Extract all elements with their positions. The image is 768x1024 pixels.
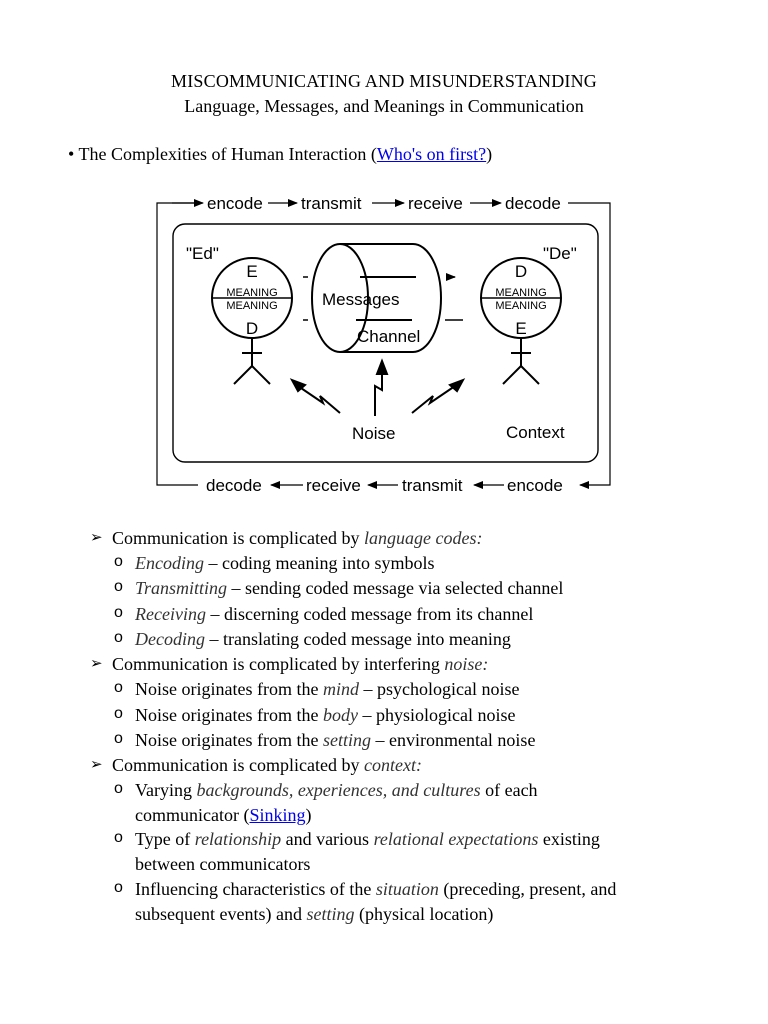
bottom-flow-receive: receive bbox=[306, 476, 361, 495]
top-flow-encode: encode bbox=[207, 194, 263, 213]
top-flow-receive: receive bbox=[408, 194, 463, 213]
circle-bullet-icon: o bbox=[114, 604, 123, 621]
outer-loop-right bbox=[568, 202, 611, 489]
section-context: ➢Communication is complicated by context… bbox=[90, 755, 422, 775]
top-flow-transmit: transmit bbox=[301, 194, 362, 213]
sender-meaning-top: MEANING bbox=[226, 287, 277, 299]
section-language-codes: ➢Communication is complicated by languag… bbox=[90, 528, 483, 548]
context-label: Context bbox=[506, 423, 565, 442]
list-item-continuation: communicator (Sinking) bbox=[135, 805, 312, 825]
arrow-bullet-icon: ➢ bbox=[90, 755, 103, 773]
top-flow-decode: decode bbox=[505, 194, 561, 213]
bullet-dot: • bbox=[68, 144, 79, 164]
circle-bullet-icon: o bbox=[114, 780, 123, 797]
intro-bullet: • The Complexities of Human Interaction … bbox=[68, 144, 492, 165]
circle-bullet-icon: o bbox=[114, 829, 123, 846]
circle-bullet-icon: o bbox=[114, 629, 123, 646]
circle-bullet-icon: o bbox=[114, 679, 123, 696]
channel-cylinder bbox=[311, 243, 442, 353]
receiver-meaning-bottom: MEANING bbox=[495, 300, 546, 312]
channel-label: Channel bbox=[357, 327, 420, 346]
sender-bottom-letter: D bbox=[246, 319, 258, 338]
receiver-stick-figure bbox=[502, 338, 540, 385]
noise-bolt-left bbox=[289, 378, 341, 414]
receiver-bottom-letter: E bbox=[515, 319, 526, 338]
circle-bullet-icon: o bbox=[114, 730, 123, 747]
bottom-flow-decode: decode bbox=[206, 476, 262, 495]
sender-name: "Ed" bbox=[186, 244, 219, 263]
messages-label: Messages bbox=[322, 290, 399, 309]
arrow-bullet-icon: ➢ bbox=[90, 528, 103, 546]
bottom-flow-transmit: transmit bbox=[402, 476, 463, 495]
document-subtitle: Language, Messages, and Meanings in Comm… bbox=[184, 96, 584, 116]
bottom-flow-encode: encode bbox=[507, 476, 563, 495]
intro-close: ) bbox=[486, 144, 493, 164]
sinking-link[interactable]: Sinking bbox=[249, 805, 306, 825]
noise-bolt-center bbox=[374, 358, 389, 416]
noise-label: Noise bbox=[352, 424, 395, 443]
receiver-top-letter: D bbox=[515, 262, 527, 281]
arrow-bullet-icon: ➢ bbox=[90, 654, 103, 672]
sender-top-letter: E bbox=[246, 262, 257, 281]
circle-bullet-icon: o bbox=[114, 578, 123, 595]
circle-bullet-icon: o bbox=[114, 553, 123, 570]
receiver-meaning-top: MEANING bbox=[495, 287, 546, 299]
circle-bullet-icon: o bbox=[114, 705, 123, 722]
document-title: MISCOMMUNICATING AND MISUNDERSTANDING bbox=[171, 71, 597, 91]
receiver-name: "De" bbox=[543, 244, 577, 263]
sender-stick-figure bbox=[233, 338, 271, 385]
context-box bbox=[172, 223, 599, 463]
sender-meaning-bottom: MEANING bbox=[226, 300, 277, 312]
whos-on-first-link[interactable]: Who's on first? bbox=[376, 144, 487, 164]
communication-model-diagram: encode transmit receive decode decode re… bbox=[156, 194, 611, 495]
list-item-continuation: subsequent events) and setting (physical… bbox=[135, 904, 494, 924]
circle-bullet-icon: o bbox=[114, 879, 123, 896]
noise-bolt-right bbox=[411, 378, 466, 414]
section-noise: ➢Communication is complicated by interfe… bbox=[90, 654, 489, 674]
intro-text: The Complexities of Human Interaction ( bbox=[78, 144, 377, 164]
list-item-continuation: between communicators bbox=[135, 854, 311, 874]
